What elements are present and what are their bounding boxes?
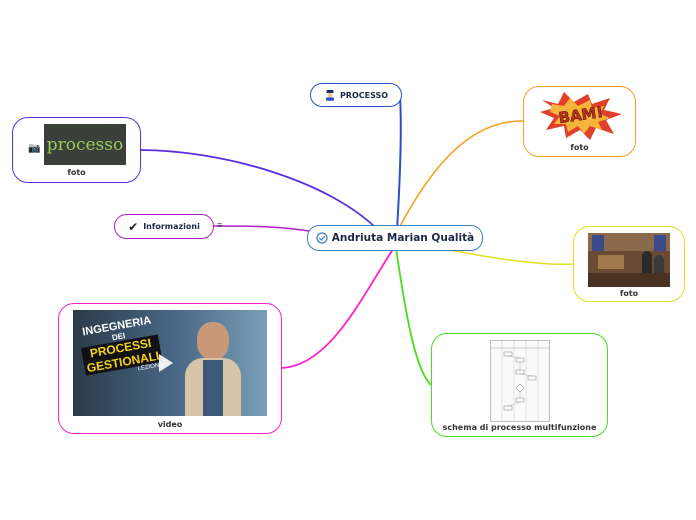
video-caption: video: [157, 420, 183, 429]
link-schema: [395, 247, 432, 386]
node-foto-tribunale[interactable]: foto: [573, 226, 685, 302]
link-foto-bam: [397, 120, 525, 231]
processo-image: processo: [44, 124, 126, 165]
link-foto-tribunale: [439, 247, 574, 266]
flowchart-icon: [490, 340, 550, 422]
link-foto-processo: [139, 149, 381, 233]
node-video[interactable]: INGEGNERIA DEI PROCESSI GESTIONALI LEZIO…: [58, 303, 282, 434]
bam-burst-icon: BAM!: [540, 92, 622, 140]
video-title-block: INGEGNERIA DEI PROCESSI GESTIONALI LEZIO…: [77, 314, 166, 398]
processo-label: PROCESSO: [339, 90, 389, 100]
central-topic-title: Andriuta Marian Qualità: [331, 232, 475, 244]
node-foto-processo[interactable]: 📷 processo foto: [12, 117, 141, 183]
presenter-figure: [183, 320, 243, 416]
camera-icon: 📷: [28, 143, 41, 154]
notes-icon[interactable]: ≡: [217, 220, 223, 230]
informazioni-label: Informazioni: [143, 222, 200, 231]
checkmark-icon: ✔: [128, 219, 139, 234]
node-processo[interactable]: PROCESSO: [310, 83, 402, 107]
bam-image: BAM!: [538, 90, 624, 142]
police-officer-icon: [325, 90, 334, 101]
node-foto-bam[interactable]: BAM! foto: [523, 86, 636, 157]
foto-bam-caption: foto: [570, 143, 589, 152]
courtroom-image: [588, 233, 670, 287]
schema-caption: schema di processo multifunzione: [442, 423, 597, 432]
processo-image-text: processo: [46, 134, 124, 155]
foto-processo-caption: foto: [67, 168, 86, 177]
node-schema[interactable]: schema di processo multifunzione: [431, 333, 608, 437]
central-topic[interactable]: Andriuta Marian Qualità: [307, 225, 483, 251]
foto-tribunale-caption: foto: [619, 289, 639, 298]
node-informazioni[interactable]: ✔ Informazioni: [114, 214, 214, 239]
flowchart-image: [490, 340, 550, 422]
play-icon[interactable]: [159, 354, 173, 372]
link-video: [281, 245, 396, 369]
video-thumbnail[interactable]: INGEGNERIA DEI PROCESSI GESTIONALI LEZIO…: [73, 310, 267, 416]
check-circle-icon: [316, 232, 328, 244]
link-informazioni: [213, 225, 316, 233]
link-processo: [396, 95, 402, 231]
